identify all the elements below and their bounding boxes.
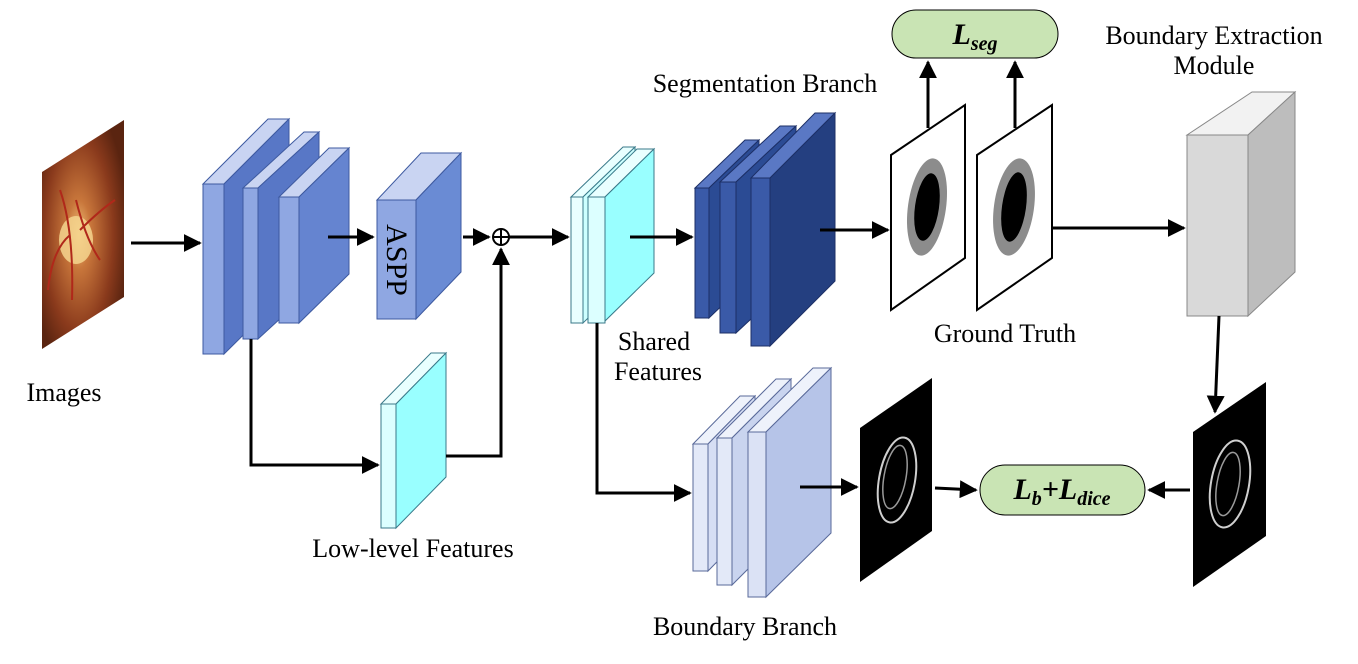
dice-loss-subscript: dice [1077,488,1110,510]
shared-label-line1: Shared [618,327,690,356]
boundary-extraction-module [1185,90,1297,318]
boundary-dice-loss-node: Lb+Ldice [979,464,1146,516]
arrow-boundary-map-to-loss [934,480,978,499]
encoder-backbone [201,117,351,356]
aspp-label: ASPP [380,224,413,296]
dice-loss-symbol: L [1058,473,1077,506]
shared-features-block [569,145,656,325]
images-label: Images [26,378,101,407]
ground-truth-label: Ground Truth [934,319,1076,348]
loss-plus-sign: + [1042,473,1059,506]
arrow-shared-to-boundary [595,323,692,502]
boundary-branch-label: Boundary Branch [653,612,837,641]
shared-label-line2: Features [614,357,702,386]
connectors [131,60,1225,502]
bem-label-line1: Boundary Extraction [1105,21,1322,50]
ground-truth-map [976,103,1053,312]
svg-text:Lb+Ldice: Lb+Ldice [1012,473,1110,510]
segmentation-branch-label: Segmentation Branch [653,69,878,98]
arrow-bem-to-boundary-gt [1206,315,1225,414]
arrow-encoder-to-lowlevel [249,339,380,474]
low-level-features-label: Low-level Features [312,534,513,563]
boundary-loss-symbol: L [1012,473,1031,506]
segmentation-loss-node: Lseg [891,9,1059,59]
boundary-loss-subscript: b [1032,488,1042,510]
fusion-operator [492,228,510,246]
arrow-lowlevel-to-fusion [446,247,510,458]
input-fundus-image [42,120,124,349]
low-level-features-block [379,351,448,530]
seg-loss-symbol: L [952,18,971,51]
boundary-branch-block [691,366,833,599]
bem-label-line2: Module [1174,51,1255,80]
segmentation-prediction-map [890,103,966,312]
segmentation-branch-block [693,111,837,348]
aspp-block: ASPP [375,151,463,321]
svg-text:Lseg: Lseg [952,18,998,55]
boundary-ground-truth-map [1193,382,1266,587]
boundary-prediction-map [860,378,932,582]
seg-loss-subscript: seg [970,33,998,55]
